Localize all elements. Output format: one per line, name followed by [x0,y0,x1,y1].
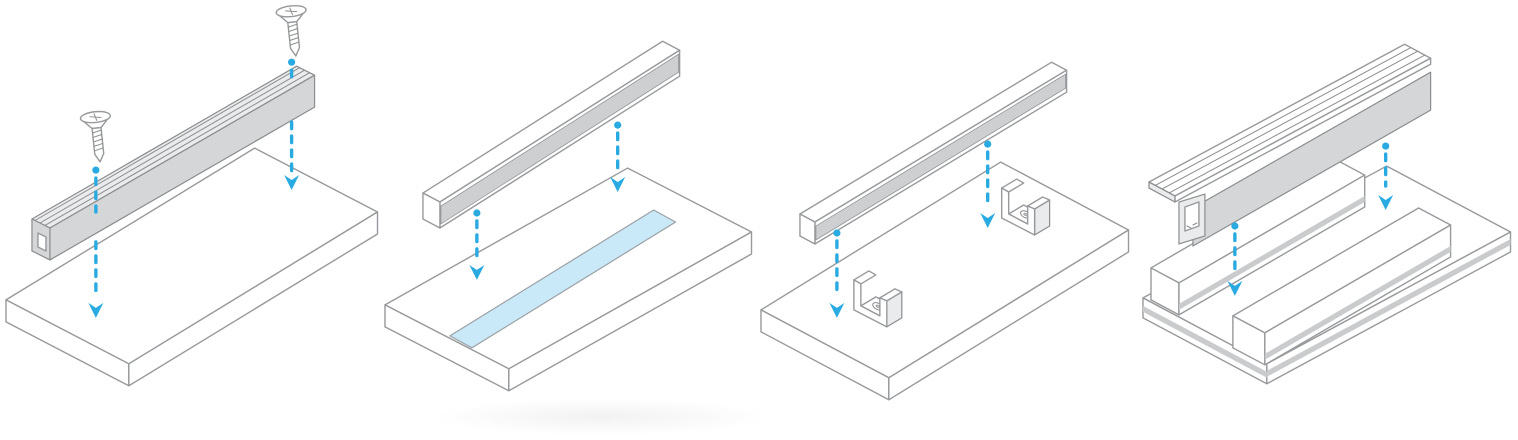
profile-end-cap [799,213,816,245]
adhesive-strip [448,209,676,349]
base-edge-stripe [1142,305,1267,378]
arrow-head [468,264,484,280]
screw-icon [274,3,312,59]
down-arrow [980,140,996,228]
arrow-head [1226,280,1242,296]
board-front-face [888,229,1130,401]
adhesive-mounting-drawing [383,40,752,392]
board-front-face [507,231,752,392]
screw-mounting-drawing [5,3,379,387]
panel-screw-mounting [0,0,380,440]
mounting-board [5,147,379,387]
mounting-board [383,167,752,392]
profile-end-cavity [1183,201,1200,232]
down-arrow [88,166,104,318]
right-block [1231,207,1451,366]
profile-diffuser-band [815,73,1066,241]
arrow-dot [1381,142,1389,150]
arrow-dot [1230,222,1238,230]
arrow-head [980,213,996,228]
mounting-board [760,161,1130,401]
profile-channel-ridges [34,67,311,226]
arrow-dot [472,209,480,217]
base-edge-stripe [1266,238,1511,377]
clip-mounting-drawing [760,61,1130,401]
left-block [1149,159,1365,316]
down-arrow [468,209,484,280]
down-arrow [1226,222,1242,296]
panel-adhesive-mounting [380,0,760,440]
down-arrow [284,58,300,191]
diffuser-bar-profile [799,61,1068,245]
profile-end-cavity [37,232,47,252]
arrow-dot [92,166,100,174]
arrow-head [284,175,300,191]
arrow-head [1377,195,1393,211]
screw-icon [79,109,116,165]
panel-clip-mounting [759,0,1139,440]
profile-flange-end-face [1147,181,1176,203]
down-arrow [1377,142,1393,211]
recessed-flanged-profile [1147,43,1431,247]
profile-end-cap [421,192,441,229]
block-edge-stripe [1178,196,1365,310]
channel-profile [31,65,316,261]
diffuser-bar-profile [421,40,680,229]
board-front-face [128,211,379,387]
profile-diffuser-band [440,53,679,225]
arrow-dot [288,58,296,66]
down-arrow [829,229,845,318]
block-edge-stripe [1264,245,1451,360]
arrow-head [88,302,104,318]
profile-slot-lines [1153,47,1425,194]
down-arrow [609,121,625,193]
profile-end-feet [1185,222,1197,229]
arrow-head [829,302,845,318]
panel-recessed-mounting [1139,0,1518,440]
arrow-dot [833,229,841,237]
arrow-dot [613,121,621,129]
arrow-head [609,177,625,193]
recessed-mounting-drawing [1141,43,1511,385]
arrow-dot [984,140,992,148]
